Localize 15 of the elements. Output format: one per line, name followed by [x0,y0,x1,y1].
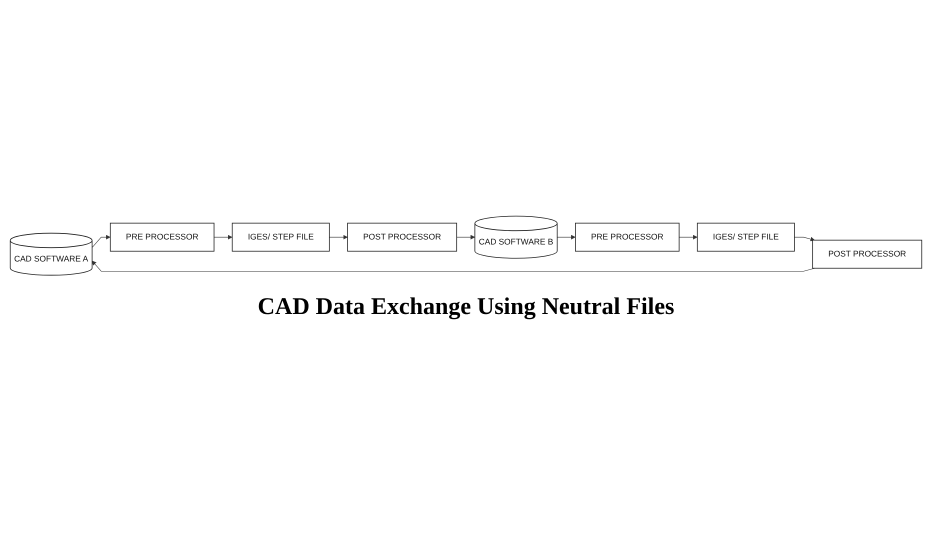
arrow [92,260,815,272]
arrow [556,235,576,240]
node-box: POST PROCESSOR [812,240,922,269]
arrow [456,235,476,240]
arrow [92,235,110,248]
caption: CAD Data Exchange Using Neutral Files [258,294,674,321]
node-box: PRE PROCESSOR [575,223,680,252]
arrow [678,235,698,240]
node-box: PRE PROCESSOR [110,223,214,252]
node-box: IGES/ STEP FILE [232,223,330,252]
arrow [214,235,232,240]
arrow [794,237,815,242]
node-box: POST PROCESSOR [347,223,458,252]
arrow [329,235,348,240]
node-box: IGES/ STEP FILE [696,223,795,252]
